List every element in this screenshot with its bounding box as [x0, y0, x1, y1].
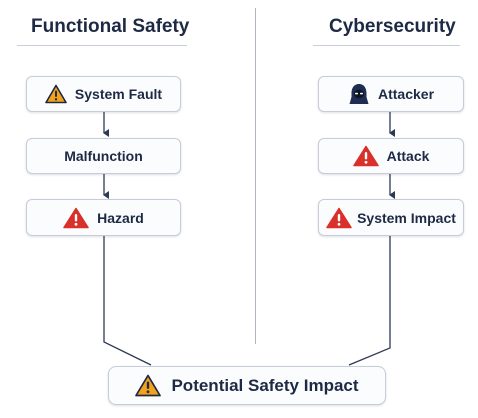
node-system-fault: System Fault: [26, 76, 181, 112]
warning-icon: [63, 207, 89, 229]
column-divider: [255, 8, 256, 344]
node-label: Attacker: [377, 86, 435, 102]
heading-cybersecurity: Cybersecurity: [329, 16, 456, 37]
node-label: Hazard: [97, 209, 144, 226]
warning-icon: [45, 84, 67, 104]
node-label: Attack: [386, 148, 430, 164]
node-label: System Impact: [357, 209, 456, 226]
heading-underline-right: [313, 45, 460, 46]
node-system-impact: System Impact: [318, 199, 464, 236]
line-impact-to-outcome: [348, 236, 391, 366]
node-label: Potential Safety Impact: [171, 375, 359, 395]
warning-icon: [352, 145, 379, 167]
node-malfunction: Malfunction: [26, 138, 181, 174]
warning-icon: [326, 207, 352, 229]
node-hazard: Hazard: [26, 199, 181, 236]
heading-functional-safety: Functional Safety: [31, 16, 190, 37]
hooded-attacker-icon: [348, 83, 370, 105]
node-attack: Attack: [318, 138, 464, 174]
node-potential-safety-impact: Potential Safety Impact: [108, 366, 386, 405]
line-hazard-to-outcome: [103, 236, 152, 366]
node-label: System Fault: [74, 86, 163, 102]
node-label: Malfunction: [64, 148, 143, 164]
warning-icon: [135, 374, 162, 397]
heading-underline-left: [17, 45, 187, 46]
node-attacker: Attacker: [318, 76, 464, 112]
